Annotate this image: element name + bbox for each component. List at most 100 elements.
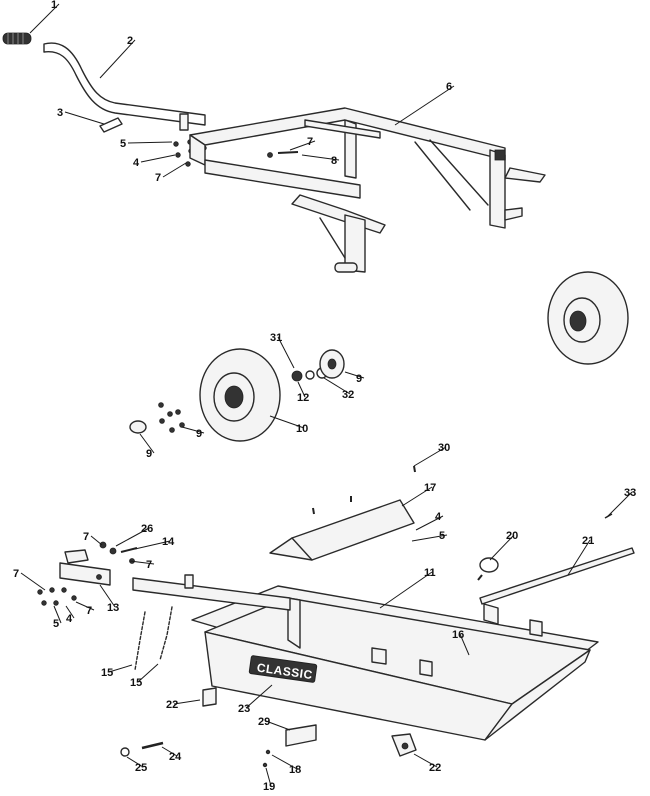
callout-leader-7	[129, 560, 155, 565]
callout-leader-10	[269, 415, 305, 429]
callout-number: 3	[57, 107, 63, 119]
callout-leaders	[20, 3, 633, 787]
callout-leader-22	[173, 699, 201, 705]
deflector-plate	[269, 465, 416, 561]
callout-leader-29	[265, 720, 291, 731]
callout-number: 5	[53, 618, 59, 630]
callout-number: 4	[66, 613, 73, 625]
callout-number: 15	[130, 677, 142, 689]
drawbar	[132, 574, 291, 611]
callout-number: 14	[162, 536, 175, 548]
callout-leader-3	[64, 111, 105, 125]
callout-number: 16	[452, 629, 464, 641]
callout-number: 9	[196, 428, 202, 440]
callout-leader-7	[20, 572, 46, 591]
wheel-hardware	[129, 402, 185, 434]
callout-number: 2	[127, 35, 133, 47]
callout-leader-4	[140, 154, 176, 163]
callout-number: 7	[146, 559, 152, 571]
callout-number: 7	[155, 172, 161, 184]
cart-bin	[191, 585, 599, 741]
hitch-pin	[477, 557, 499, 581]
bolts-nuts	[120, 741, 271, 768]
callout-number: 5	[120, 138, 126, 150]
callout-leader-23	[245, 684, 273, 709]
callout-number: 21	[582, 535, 594, 547]
callout-number: 24	[169, 751, 182, 763]
callout-leader-5	[411, 534, 448, 542]
callout-number: 17	[424, 482, 436, 494]
callout-number: 20	[506, 530, 518, 542]
callout-number: 26	[141, 523, 153, 535]
callout-leader-9	[139, 433, 155, 454]
callout-number: 7	[86, 605, 92, 617]
chains	[134, 606, 173, 671]
callout-leader-32	[323, 377, 351, 395]
callout-leader-7	[289, 140, 316, 151]
callout-leader-2	[99, 39, 136, 79]
callout-leader-4	[65, 605, 75, 619]
callout-leader-7	[75, 601, 95, 611]
callout-leader-18	[271, 754, 298, 770]
blocks	[202, 687, 417, 757]
callout-number: 7	[83, 531, 89, 543]
callout-leader-15	[108, 664, 133, 673]
callout-number: 19	[263, 781, 275, 793]
handle-arm	[43, 42, 206, 131]
callout-number: 9	[146, 448, 152, 460]
callout-leader-17	[401, 486, 433, 507]
callout-leader-30	[413, 446, 447, 467]
callout-leader-5	[53, 605, 62, 624]
right-wheel	[547, 271, 629, 365]
callout-number: 13	[107, 602, 119, 614]
callout-leader-5	[127, 141, 173, 144]
callout-number: 29	[258, 716, 270, 728]
callout-number: 12	[297, 392, 309, 404]
callout-leader-21	[567, 539, 591, 576]
callout-leader-12	[297, 381, 306, 398]
callout-leader-31	[277, 336, 295, 369]
frame-bolt	[267, 151, 299, 158]
callout-number: 6	[446, 81, 452, 93]
callout-number: 11	[424, 567, 436, 579]
dump-rod	[479, 547, 635, 605]
callout-number: 8	[331, 155, 337, 167]
callout-leader-19	[265, 767, 272, 787]
callout-leader-4	[415, 515, 444, 531]
callout-number: 30	[438, 442, 450, 454]
callout-leader-8	[301, 154, 340, 161]
callout-number: 1	[51, 0, 57, 11]
callout-number: 18	[289, 764, 301, 776]
callout-number: 5	[439, 530, 445, 542]
main-frame	[189, 107, 546, 273]
callout-number: 32	[342, 389, 354, 401]
callout-leader-9	[344, 371, 365, 379]
callout-number: 22	[429, 762, 441, 774]
bracket	[285, 724, 317, 747]
wheel-hub-assembly	[291, 349, 345, 382]
callout-leader-11	[379, 571, 433, 609]
callout-leader-26	[115, 527, 150, 547]
callout-number: 9	[356, 373, 362, 385]
callout-leader-20	[489, 534, 515, 561]
hitch-bracket	[59, 549, 111, 586]
callout-number: 7	[13, 568, 19, 580]
callout-number: 7	[307, 136, 313, 148]
callout-number: 4	[435, 511, 442, 523]
left-wheel	[199, 348, 281, 442]
callout-leader-22	[413, 753, 438, 768]
callout-leader-9	[181, 426, 205, 434]
callout-leader-16	[459, 633, 470, 656]
callout-number: 4	[133, 157, 140, 169]
callout-number: 31	[270, 332, 282, 344]
callout-number: 10	[296, 423, 308, 435]
clip-pin	[99, 117, 123, 133]
callout-number: 33	[624, 487, 636, 499]
callout-number: 25	[135, 762, 147, 774]
callout-leader-33	[606, 491, 633, 518]
callout-leader-6	[394, 85, 455, 126]
callout-leader-25	[126, 756, 144, 768]
